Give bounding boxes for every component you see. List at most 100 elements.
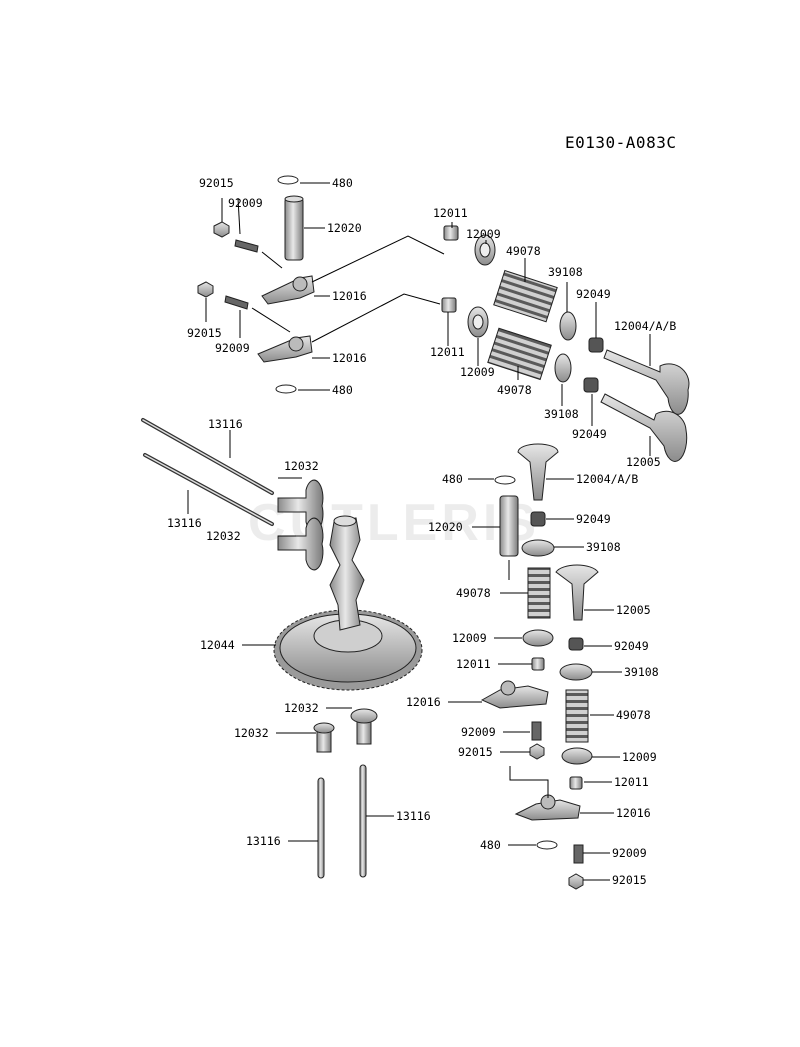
callout-label: 92015: [612, 873, 647, 887]
rocker-arm-12016-mid: [257, 335, 313, 363]
callout-label: 49078: [616, 708, 651, 722]
screw-92009-right-a: [531, 721, 542, 741]
callout-label: 13116: [208, 417, 243, 431]
callout-labels: 92015 480 92009 12020 12011 12009 49078 …: [167, 176, 676, 887]
seat-39108-top: [559, 311, 577, 341]
shaft-12020-right: [499, 495, 519, 557]
callout-label: 12016: [616, 806, 651, 820]
callout-label: 12020: [428, 520, 463, 534]
callout-label: 92009: [228, 196, 263, 210]
callout-label: 13116: [246, 834, 281, 848]
callout-label: 12011: [433, 206, 468, 220]
callout-label: 39108: [548, 265, 583, 279]
nut-92015-right-b: [568, 873, 584, 890]
callout-label: 92015: [458, 745, 493, 759]
seal-92049-top: [588, 337, 604, 353]
spring-49078-mid: [487, 327, 552, 381]
seal-92049-right-a: [530, 511, 546, 527]
callout-label: 92009: [461, 725, 496, 739]
cap-12011-right-b: [569, 776, 583, 790]
callout-label: 12016: [406, 695, 441, 709]
callout-label: 39108: [624, 665, 659, 679]
callout-label: 13116: [167, 516, 202, 530]
callout-label: 12005: [616, 603, 651, 617]
callout-label: 12005: [626, 455, 661, 469]
seat-39108-right-a: [521, 539, 555, 557]
callout-label: 12020: [327, 221, 362, 235]
push-rod-13116-c: [317, 777, 325, 879]
cap-12011-right-a: [531, 657, 545, 671]
callout-label: 92049: [572, 427, 607, 441]
cap-12011-mid: [441, 297, 457, 313]
push-rod-13116-d: [359, 764, 367, 878]
callout-label: 39108: [586, 540, 621, 554]
parts-illustrations: [141, 175, 690, 890]
tappet-12032-d: [356, 719, 372, 745]
retainer-12009-right-a: [522, 629, 554, 647]
camshaft: [329, 517, 365, 631]
nut-92015-top: [213, 221, 230, 238]
callout-label: 49078: [506, 244, 541, 258]
callout-label: 12009: [460, 365, 495, 379]
callout-label: 480: [332, 176, 353, 190]
valve-12004-right: [517, 443, 559, 501]
callout-label: 39108: [544, 407, 579, 421]
seal-92049-right-b: [568, 637, 584, 651]
seat-39108-mid: [554, 353, 572, 383]
seat-39108-right-b: [559, 663, 593, 681]
callout-label: 49078: [456, 586, 491, 600]
callout-label: 12011: [614, 775, 649, 789]
circlip-480-mid: [275, 384, 297, 394]
nut-92015-right-a: [529, 743, 545, 760]
screw-92009-top: [234, 239, 259, 253]
callout-label: 92015: [199, 176, 234, 190]
callout-label: 92049: [576, 512, 611, 526]
callout-label: 12032: [284, 701, 319, 715]
callout-label: 480: [480, 838, 501, 852]
callout-label: 12011: [430, 345, 465, 359]
spring-49078-top: [493, 269, 558, 323]
callout-label: 13116: [396, 809, 431, 823]
circlip-480-top: [277, 175, 299, 185]
spring-49078-right-b: [565, 689, 589, 743]
seal-92049-mid: [583, 377, 599, 393]
leader-lines: [187, 182, 651, 881]
rocker-arm-12016-right-a: [480, 685, 549, 709]
callout-label: 12011: [456, 657, 491, 671]
callout-label: 12016: [332, 289, 367, 303]
circlip-480-bottom: [536, 840, 558, 850]
callout-label: 12009: [622, 750, 657, 764]
screw-92009-right-b: [573, 844, 584, 864]
valve-12004-top: [603, 349, 690, 415]
callout-label: 92049: [614, 639, 649, 653]
callout-label: 12009: [452, 631, 487, 645]
callout-label: 12032: [206, 529, 241, 543]
valve-12005-top: [600, 393, 688, 462]
rocker-arm-12016-right-b: [514, 799, 581, 821]
cap-12011-top: [443, 225, 459, 241]
spring-49078-right-a: [527, 567, 551, 619]
callout-label: 92015: [187, 326, 222, 340]
callout-label: 12009: [466, 227, 501, 241]
circlip-480-right: [494, 475, 516, 485]
shaft-12020-top: [284, 197, 304, 261]
callout-label: 49078: [497, 383, 532, 397]
callout-label: 12016: [332, 351, 367, 365]
callout-label: 480: [442, 472, 463, 486]
callout-label: 12004/A/B: [576, 472, 638, 486]
callout-label: 12044: [200, 638, 235, 652]
callout-label: 92049: [576, 287, 611, 301]
callout-label: 92009: [215, 341, 250, 355]
assembly-lines: [205, 197, 549, 798]
callout-label: 92009: [612, 846, 647, 860]
callout-label: 480: [332, 383, 353, 397]
nut-92015-mid: [197, 281, 214, 298]
callout-label: 12004/A/B: [614, 319, 676, 333]
diagram-code: E0130-A083C: [565, 133, 676, 152]
tappet-12032-b: [277, 517, 324, 571]
valve-12005-right: [555, 564, 599, 621]
screw-92009-mid: [224, 295, 249, 310]
callout-label: 12032: [234, 726, 269, 740]
